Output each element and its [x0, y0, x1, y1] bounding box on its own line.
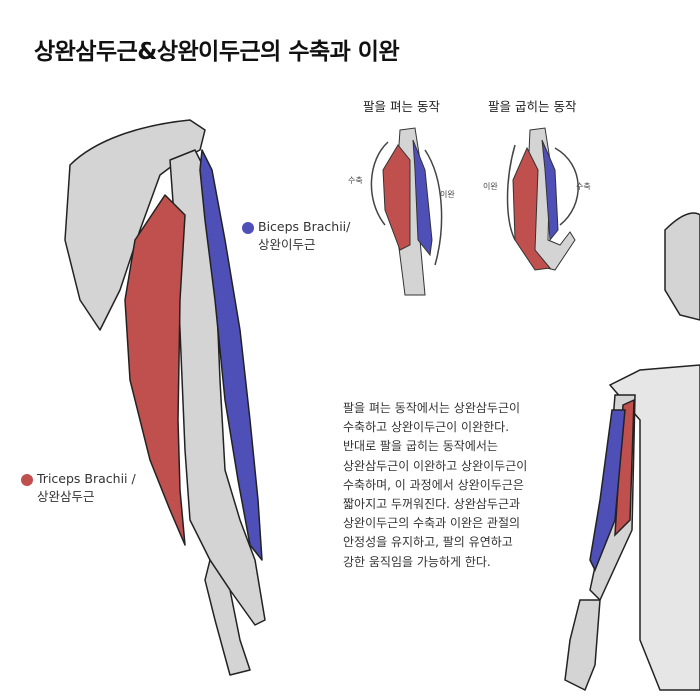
biceps-marker-dot: [242, 222, 254, 234]
extend-diagram: [370, 127, 443, 296]
forearm: [204, 559, 251, 676]
biceps-label-ko: 상완이두근: [258, 237, 316, 252]
biceps-label-en: Biceps Brachii/: [258, 219, 351, 234]
skeleton-illustration: [564, 212, 700, 692]
description-paragraph: 팔을 펴는 동작에서는 상완삼두근이 수축하고 상완이두근이 이완한다. 반대로…: [343, 399, 573, 572]
triceps-marker-dot: [21, 474, 33, 486]
scapula: [64, 119, 206, 331]
flex-diagram: [506, 127, 579, 271]
paragraph-line: 안정성을 유지하고, 팔의 유연하고: [343, 535, 513, 550]
biceps-muscle: [199, 149, 263, 561]
extend-right-label: 이완: [440, 190, 455, 199]
paragraph-line: 수축하며, 이 과정에서 상완이두근은: [343, 477, 524, 492]
paragraph-line: 반대로 팔을 굽히는 동작에서는: [343, 439, 498, 454]
paragraph-line: 상완이두근의 수축과 이완은 관절의: [343, 516, 521, 531]
triceps-muscle: [124, 194, 186, 546]
flex-left-label: 이완: [483, 182, 498, 191]
extend-heading: 팔을 펴는 동작: [363, 99, 440, 114]
paragraph-line: 수축하고 상완이두근이 이완한다.: [343, 420, 510, 435]
flex-heading: 팔을 굽히는 동작: [488, 99, 577, 114]
paragraph-line: 팔을 펴는 동작에서는 상완삼두근이: [343, 401, 521, 415]
triceps-label: Triceps Brachii / 상완삼두근: [37, 470, 136, 506]
paragraph-line: 상완삼두근이 이완하고 상완이두근이: [343, 458, 528, 473]
triceps-label-ko: 상완삼두근: [37, 489, 95, 504]
paragraph-line: 강한 움직임을 가능하게 한다.: [343, 554, 491, 569]
page-title: 상완삼두근&상완이두근의 수축과 이완: [34, 39, 400, 65]
triceps-label-en: Triceps Brachii /: [37, 471, 136, 486]
flex-right-label: 수축: [576, 182, 591, 191]
main-arm-illustration: [64, 119, 266, 676]
extend-left-label: 수축: [348, 176, 363, 185]
paragraph-line: 짧아지고 두꺼워진다. 상완삼두근과: [343, 497, 521, 512]
biceps-label: Biceps Brachii/ 상완이두근: [258, 218, 350, 254]
